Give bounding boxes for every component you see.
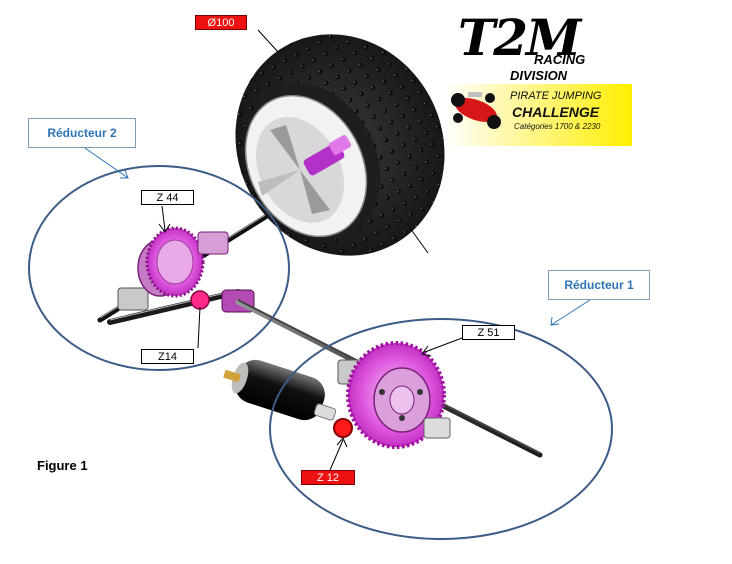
gear-z14-tag: Z14 (141, 349, 194, 364)
wheel-diameter-tag: Ø100 (195, 15, 247, 30)
callout-reducteur-2: Réducteur 2 (28, 118, 136, 148)
reducer-1-assembly (337, 341, 451, 449)
gear-z44-tag: Z 44 (141, 190, 194, 205)
callout-arrow-reducteur-1 (550, 299, 591, 326)
pirate-logo-line2: CHALLENGE (512, 104, 600, 120)
motor (223, 359, 353, 438)
t2m-logo-brand: T2M (458, 8, 581, 67)
gear-z51-tag: Z 51 (462, 325, 515, 340)
pirate-logo-line3: Catégories 1700 & 2230 (514, 122, 601, 131)
reducer-1-ring (269, 318, 613, 540)
gear-z12-tag: Z 12 (301, 470, 355, 485)
t2m-logo-division: DIVISION (510, 68, 568, 83)
t2m-logo: T2M RACING DIVISION (452, 8, 592, 83)
leader-lines (158, 29, 463, 471)
buggy-icon (451, 92, 501, 129)
wheel-hub (303, 135, 352, 176)
pirate-logo-line1: PIRATE JUMPING (510, 90, 602, 102)
reducer-2-assembly (107, 226, 255, 325)
t2m-logo-racing: RACING (534, 52, 586, 67)
reducer-2-ring (28, 165, 290, 371)
callout-reducteur-1: Réducteur 1 (548, 270, 650, 300)
callout-arrow-reducteur-2 (81, 145, 129, 179)
pirate-jumping-logo: PIRATE JUMPING CHALLENGE Catégories 1700… (444, 84, 632, 146)
figure-label: Figure 1 (37, 458, 88, 473)
